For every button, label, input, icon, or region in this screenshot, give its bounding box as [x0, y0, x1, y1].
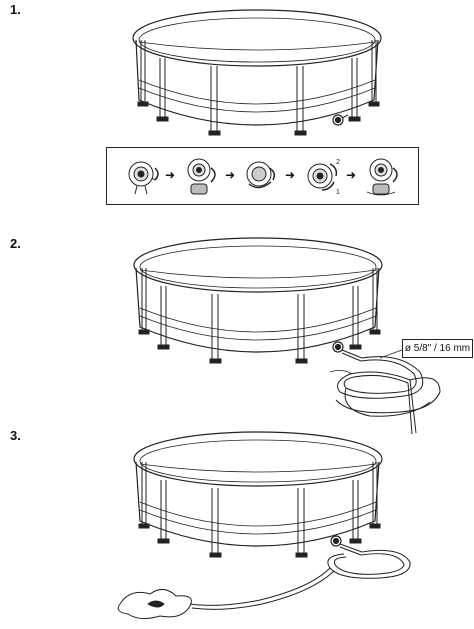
pool-top-rail	[133, 431, 383, 487]
step-2-number: 2.	[10, 236, 21, 251]
pool-legs	[138, 268, 381, 364]
pool-legs	[137, 40, 380, 136]
sub-step-4-icon: 2 1	[307, 159, 340, 196]
sub-step-label-2: 2	[336, 159, 340, 166]
drain-valve	[330, 535, 342, 547]
hose-diameter-label: ø 5/8" / 16 mm	[402, 339, 473, 358]
pool-illustration-step-3	[117, 431, 411, 620]
arrow-icon: ➜	[225, 168, 236, 182]
water-puddle	[117, 589, 192, 620]
drain-valve	[332, 341, 344, 353]
pool-legs	[138, 462, 381, 558]
arrow-icon: ➜	[165, 168, 176, 182]
garden-hose	[189, 543, 411, 610]
pool-wall	[135, 39, 379, 126]
arrow-icon: ➜	[285, 168, 296, 182]
sub-step-3-icon	[246, 161, 276, 189]
sub-step-1-icon	[128, 161, 159, 195]
size-pointer	[379, 349, 403, 359]
pool-wall	[135, 461, 380, 547]
sub-step-label-1: 1	[336, 189, 340, 196]
pool-illustration-step-2	[133, 237, 441, 435]
sub-step-2-icon	[187, 158, 216, 195]
pool-top-rail	[133, 237, 383, 293]
drain-valve	[332, 114, 349, 126]
garden-hose	[335, 349, 441, 435]
pool-top-rail	[132, 9, 382, 67]
arrow-icon: ➜	[346, 168, 357, 182]
puddle	[329, 370, 353, 375]
drain-cap-sub-steps: ➜ ➜ ➜ 2 1 ➜	[106, 147, 419, 205]
pool-wall	[135, 267, 380, 353]
pool-illustration-step-1	[132, 9, 382, 136]
step-1-number: 1.	[10, 2, 21, 17]
sub-step-5-icon	[366, 158, 398, 196]
step-3-number: 3.	[10, 428, 21, 443]
